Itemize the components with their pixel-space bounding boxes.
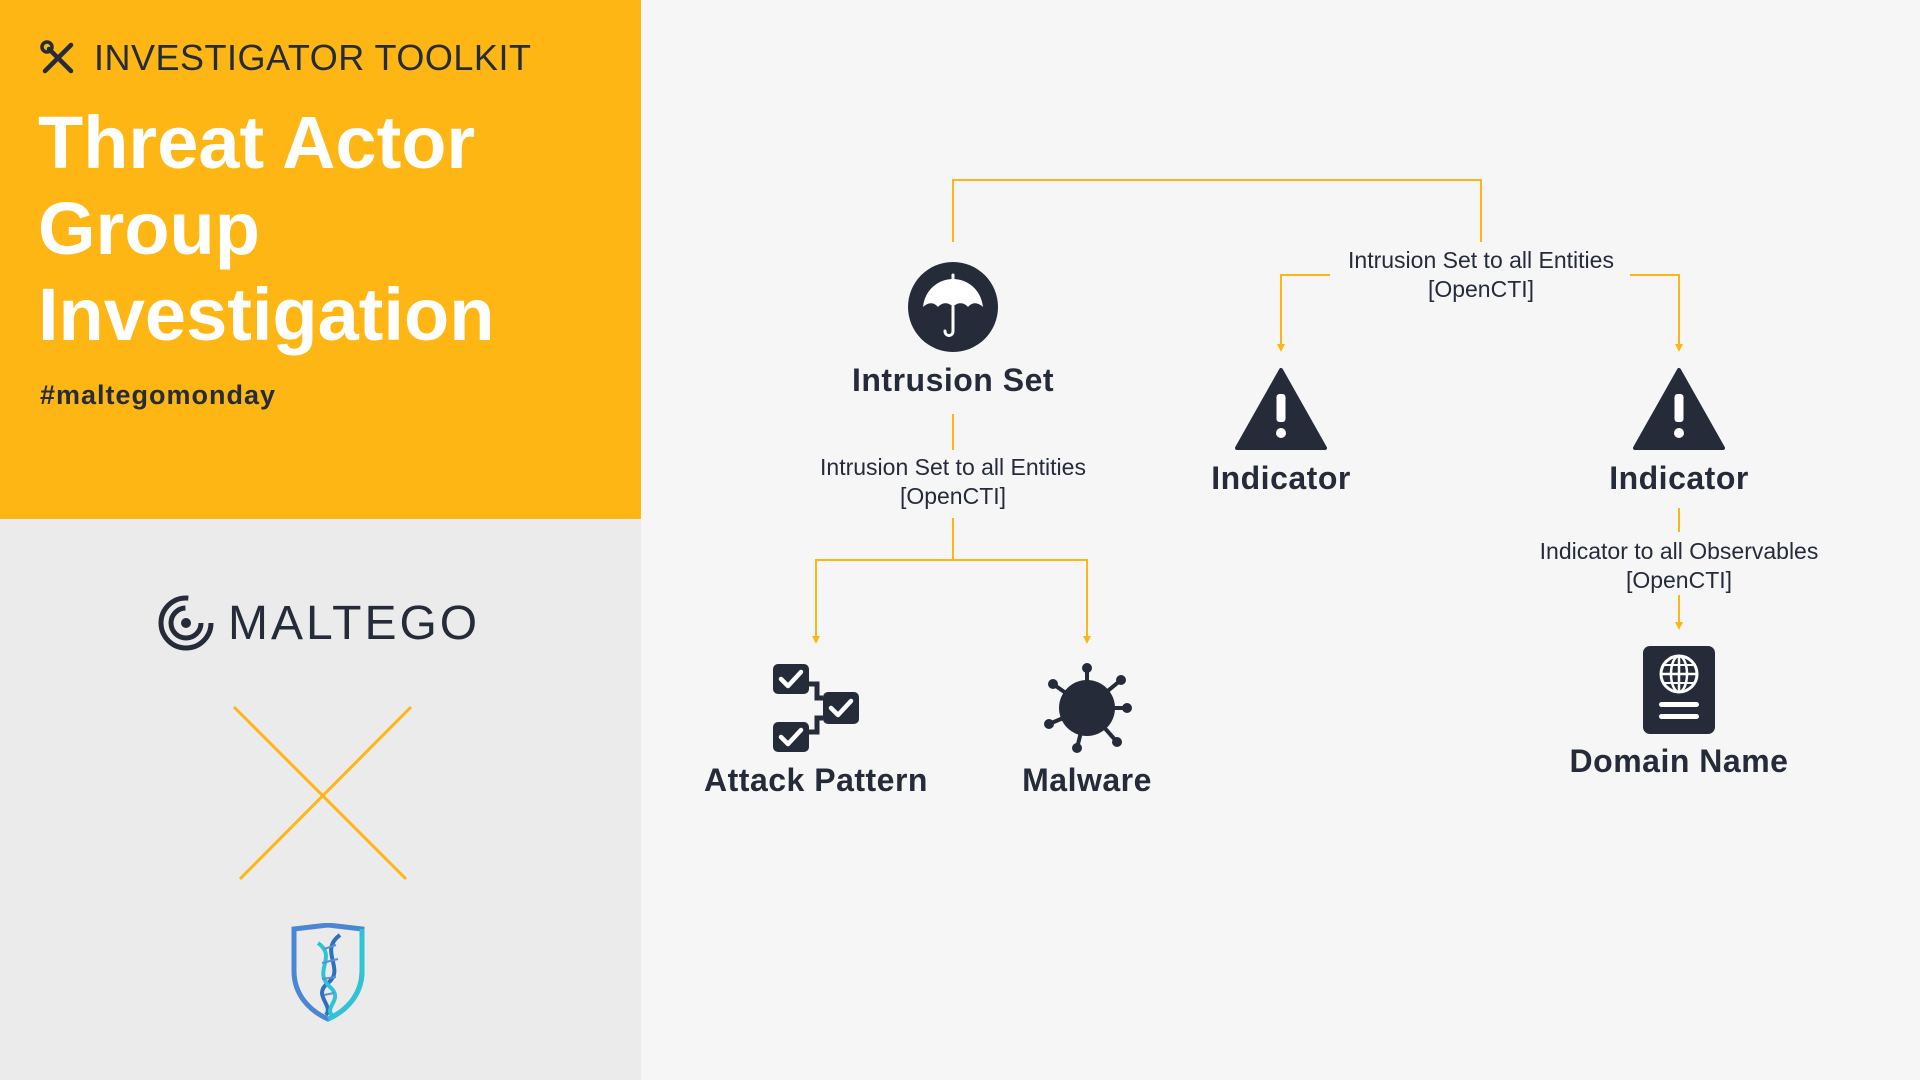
arrowhead bbox=[1675, 622, 1683, 630]
warning-icon bbox=[1235, 368, 1327, 450]
edge-label-indicator: Indicator to all Observables [OpenCTI] bbox=[1529, 537, 1829, 595]
kicker-text: INVESTIGATOR TOOLKIT bbox=[94, 37, 532, 78]
node-malware: Malware bbox=[1022, 762, 1152, 798]
warning-icon bbox=[1633, 368, 1725, 450]
node-indicator-2: Indicator bbox=[1609, 460, 1749, 496]
node-indicator-1: Indicator bbox=[1211, 460, 1351, 496]
edge-label-source: [OpenCTI] bbox=[899, 483, 1007, 509]
hashtag: #maltegomonday bbox=[40, 380, 277, 410]
connector-malware bbox=[953, 559, 1088, 636]
title-line: Threat Actor bbox=[38, 101, 476, 184]
page-title: Threat Actor Group Investigation bbox=[38, 100, 618, 358]
edge-label-source: [OpenCTI] bbox=[1427, 276, 1535, 302]
node-domain-name: Domain Name bbox=[1569, 743, 1789, 779]
kicker: INVESTIGATOR TOOLKIT bbox=[40, 36, 531, 80]
tools-icon bbox=[40, 40, 74, 74]
collaboration-cross-icon bbox=[232, 705, 413, 881]
maltego-logo: MALTEGO bbox=[158, 592, 480, 654]
connector-top bbox=[952, 179, 1482, 242]
virus-icon bbox=[1044, 663, 1132, 753]
opencti-shield-icon bbox=[291, 923, 365, 1022]
edge-label-top: Intrusion Set to all Entities [OpenCTI] bbox=[1338, 246, 1624, 304]
header-panel bbox=[0, 0, 641, 519]
umbrella-icon bbox=[908, 262, 998, 352]
passport-icon bbox=[1643, 646, 1715, 734]
arrowhead bbox=[1277, 344, 1285, 352]
connector-indicator-right bbox=[1630, 274, 1680, 347]
connector-indicator-left bbox=[1280, 274, 1330, 347]
maltego-mark-icon bbox=[158, 595, 214, 651]
arrowhead bbox=[1675, 344, 1683, 352]
edge-label-text: Indicator to all Observables bbox=[1539, 538, 1819, 564]
checklist-icon bbox=[773, 664, 859, 752]
node-attack-pattern: Attack Pattern bbox=[704, 762, 928, 798]
arrowhead bbox=[1083, 636, 1091, 644]
edge-label-text: Intrusion Set to all Entities bbox=[820, 454, 1086, 480]
title-line: Group bbox=[38, 187, 260, 270]
arrowhead bbox=[812, 636, 820, 644]
node-intrusion-set: Intrusion Set bbox=[851, 362, 1055, 398]
title-line: Investigation bbox=[38, 273, 495, 356]
edge-label-text: Intrusion Set to all Entities bbox=[1348, 247, 1614, 273]
connector-attack-pattern bbox=[815, 559, 953, 636]
edge-label-source: [OpenCTI] bbox=[1625, 567, 1733, 593]
edge-label-intrusion: Intrusion Set to all Entities [OpenCTI] bbox=[810, 453, 1096, 511]
maltego-wordmark: MALTEGO bbox=[228, 596, 481, 650]
